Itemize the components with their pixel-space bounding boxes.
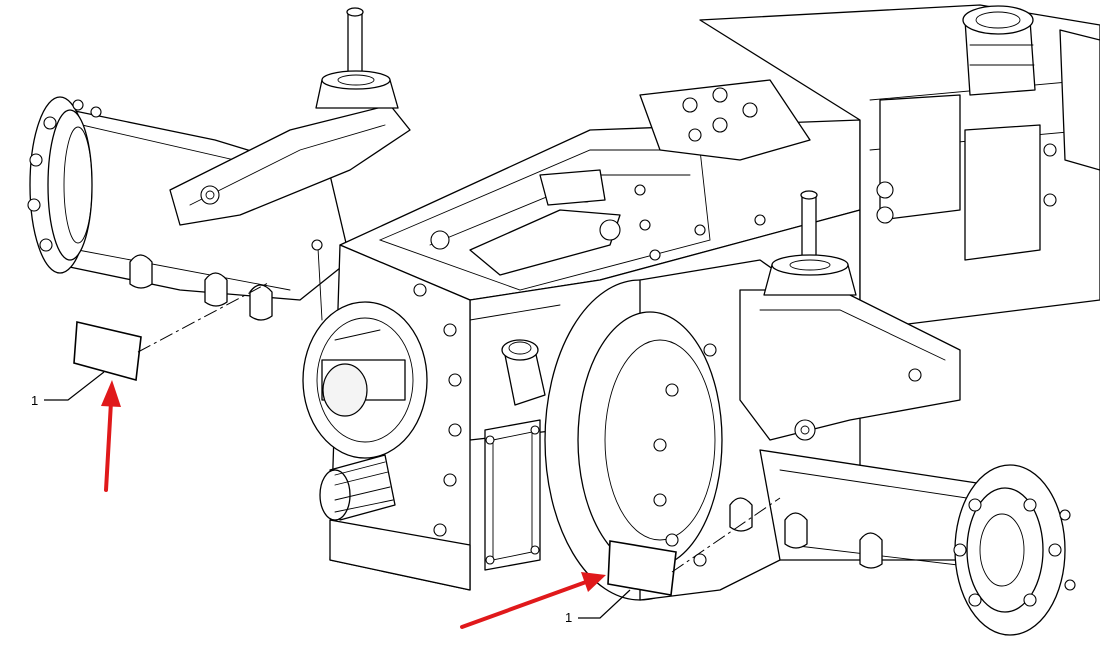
right-leader-line <box>578 589 631 619</box>
transmission-case <box>302 79 861 591</box>
right-part-plate-group: 1 <box>565 497 781 625</box>
arrow-right-icon <box>460 572 606 629</box>
arrow-up-icon <box>101 380 121 492</box>
left-part-plate-group: 1 <box>31 282 269 408</box>
right-part-plate <box>607 540 677 596</box>
rear-right-case <box>699 4 1100 331</box>
right-centerline <box>671 497 781 573</box>
right-final-drive <box>544 190 1076 636</box>
left-callout-number: 1 <box>31 393 38 408</box>
left-axle-housing <box>27 7 411 321</box>
left-leader-line <box>44 371 105 401</box>
right-callout-number: 1 <box>565 610 572 625</box>
left-part-plate <box>73 321 142 382</box>
left-centerline <box>137 282 269 353</box>
